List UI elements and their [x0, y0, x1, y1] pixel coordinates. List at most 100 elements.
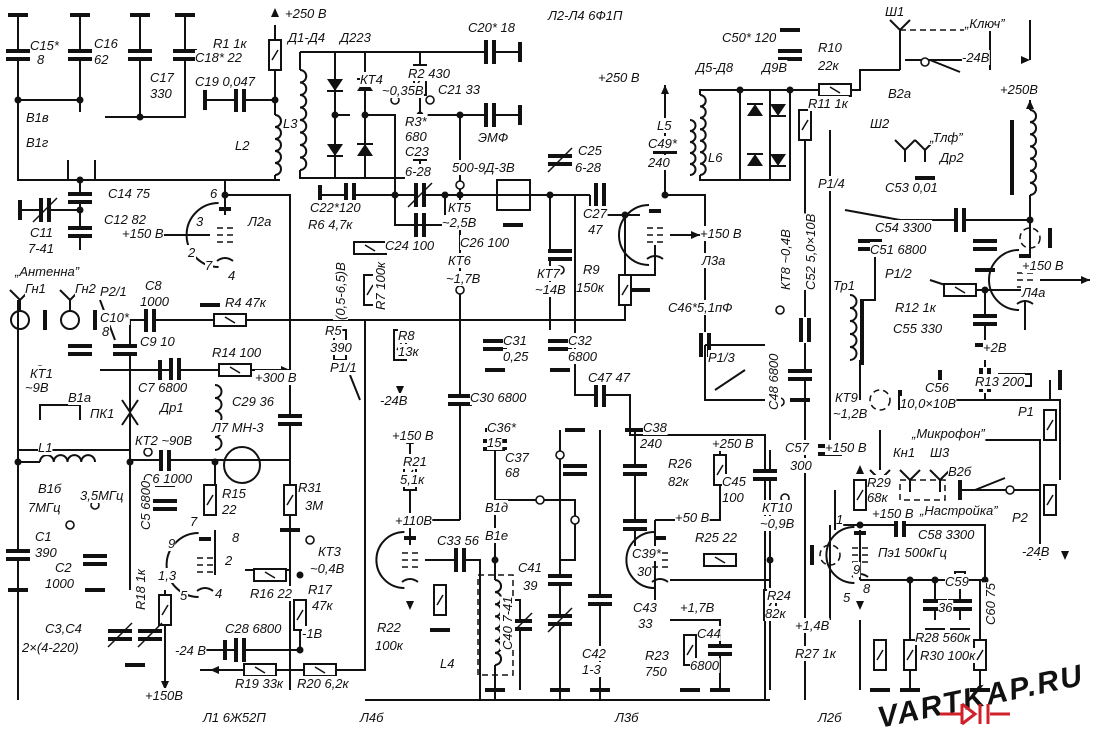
label-background — [503, 349, 530, 364]
label-background — [308, 217, 354, 232]
components — [5, 8, 1090, 692]
label-r16: R16 22 — [250, 586, 293, 601]
label-background — [285, 6, 327, 21]
label-background — [283, 116, 299, 131]
label-background — [215, 586, 223, 601]
resistor-mark — [621, 284, 629, 296]
label-c43v: 33 — [638, 616, 653, 631]
resistor-mark — [224, 316, 236, 324]
label-tr1: Тр1 — [833, 278, 855, 293]
label-kt3v: ~0,4В — [310, 561, 345, 576]
cathode — [646, 255, 664, 260]
label-q5: 5 — [180, 588, 188, 603]
label-kt5: КТ5 — [448, 200, 472, 215]
resistor-r22 — [433, 584, 447, 616]
label-c45v: 100 — [722, 490, 744, 505]
wire-43 — [559, 430, 576, 700]
inductor-l6 — [698, 94, 710, 176]
label-background — [639, 436, 663, 451]
resistor-r15 — [203, 484, 217, 516]
gap — [447, 395, 473, 405]
resistor-r17 — [293, 599, 307, 631]
gap — [145, 307, 155, 333]
junction-dot — [296, 571, 304, 579]
label-background — [722, 490, 745, 505]
label-r15v: 22 — [221, 502, 237, 517]
label-background — [38, 481, 62, 496]
label-c60: C60 75 — [983, 582, 998, 625]
gap — [127, 50, 153, 60]
resistor-mark — [229, 366, 241, 374]
label-background — [645, 648, 670, 663]
label-background — [680, 600, 715, 615]
label-c37v: 68 — [505, 465, 520, 480]
label-background — [1022, 544, 1050, 559]
label-background — [150, 86, 173, 101]
resistor-mark — [716, 464, 724, 476]
resistor-r25 — [703, 553, 737, 567]
cathode — [1016, 300, 1034, 305]
label-background — [398, 328, 416, 343]
capacitor-c10 — [67, 344, 93, 356]
label-b1v: В1в — [26, 110, 49, 125]
capacitor-c38 — [622, 464, 648, 476]
spark-gap-pk1 — [121, 399, 139, 426]
label-b1b: В1б — [38, 481, 62, 496]
gap — [170, 357, 180, 383]
label-r7: R7 100к — [373, 261, 388, 310]
label-mic: „Микрофон” — [911, 426, 985, 441]
gap — [562, 465, 588, 475]
label-c41: C41 — [518, 560, 542, 575]
label-c29: C29 36 — [232, 394, 275, 409]
capacitor-c42 — [547, 607, 573, 633]
label-key: „Ключ” — [964, 16, 1005, 31]
shield-icon — [819, 544, 841, 566]
label-tlf: „Тлф” — [929, 130, 963, 145]
label-background — [222, 486, 247, 501]
label-c51: C51 6800 — [870, 242, 927, 257]
jack-connector-icon — [929, 469, 951, 492]
label-background — [647, 155, 671, 170]
label-r21v: 5,1к — [400, 472, 425, 487]
capacitor — [169, 357, 181, 383]
label-pin4: 4 — [228, 268, 235, 283]
label-l2a: Л2а — [247, 214, 271, 229]
label-p250d: +250 В — [712, 436, 754, 451]
label-c25v: 6-28 — [575, 160, 602, 175]
label-c34: C3,C4 — [45, 621, 82, 636]
inductor-l1 — [39, 452, 96, 463]
label-background — [867, 475, 891, 490]
diode-triangle — [770, 104, 786, 116]
gap — [787, 370, 813, 380]
capacitor-c6 — [159, 449, 171, 475]
gap — [707, 645, 733, 655]
label-q7: 7 — [190, 514, 198, 529]
label-emf: ЭМФ — [478, 130, 508, 145]
label-background — [138, 480, 153, 530]
label-c34v: 2×(4-220) — [21, 640, 79, 655]
gap — [595, 382, 605, 408]
resistor-r4 — [213, 313, 247, 327]
junction-dot — [391, 191, 399, 199]
label-c12: C12 82 — [104, 212, 147, 227]
label-c59: C59 — [945, 574, 969, 589]
label-r26: R26 — [668, 456, 693, 471]
label-background — [318, 544, 342, 559]
label-background — [867, 490, 889, 505]
label-pe1: Пэ1 500кГц — [878, 545, 947, 560]
junction-dot — [456, 111, 464, 119]
diode-icon — [770, 154, 786, 167]
diode-triangle — [747, 104, 763, 116]
wire-18 — [549, 195, 560, 330]
label-background — [405, 164, 432, 179]
label-r30: R30 100к — [920, 648, 976, 663]
label-background — [102, 324, 110, 339]
junction-dot — [661, 191, 669, 199]
button-kn1 — [899, 479, 946, 501]
label-c40: C40 7-41 — [500, 597, 515, 650]
resistor-mark — [954, 286, 966, 294]
label-c37: C37 — [505, 450, 530, 465]
diode-icon — [327, 144, 343, 157]
label-background — [535, 282, 567, 297]
label-background — [900, 396, 957, 411]
